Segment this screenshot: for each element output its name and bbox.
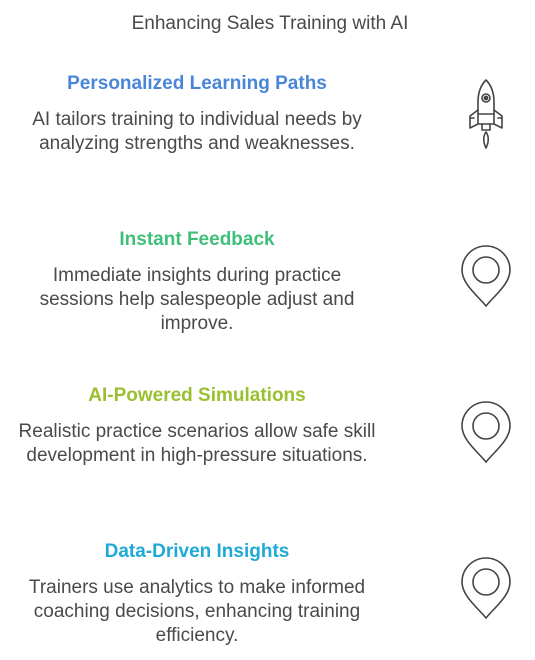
section-body: Trainers use analytics to make informed … xyxy=(28,577,366,646)
section-personalized-learning-paths: Personalized Learning Paths AI tailors t… xyxy=(14,72,380,156)
section-title: Personalized Learning Paths xyxy=(67,73,327,94)
section-title: Instant Feedback xyxy=(119,229,275,250)
section-data-driven-insights: Data-Driven Insights Trainers use analyt… xyxy=(14,540,380,648)
location-pin-icon xyxy=(458,400,514,472)
section-title: Data-Driven Insights xyxy=(104,541,290,562)
section-ai-powered-simulations: AI-Powered Simulations Realistic practic… xyxy=(14,384,380,468)
section-instant-feedback: Instant Feedback Immediate insights duri… xyxy=(14,228,380,336)
rocket-icon xyxy=(458,78,514,150)
section-body: Immediate insights during practice sessi… xyxy=(39,265,355,334)
location-pin-icon xyxy=(458,244,514,316)
location-pin-icon xyxy=(458,556,514,628)
section-body: AI tailors training to individual needs … xyxy=(32,109,362,154)
section-body: Realistic practice scenarios allow safe … xyxy=(18,421,376,466)
section-title: AI-Powered Simulations xyxy=(88,385,306,406)
page-title: Enhancing Sales Training with AI xyxy=(131,13,409,34)
